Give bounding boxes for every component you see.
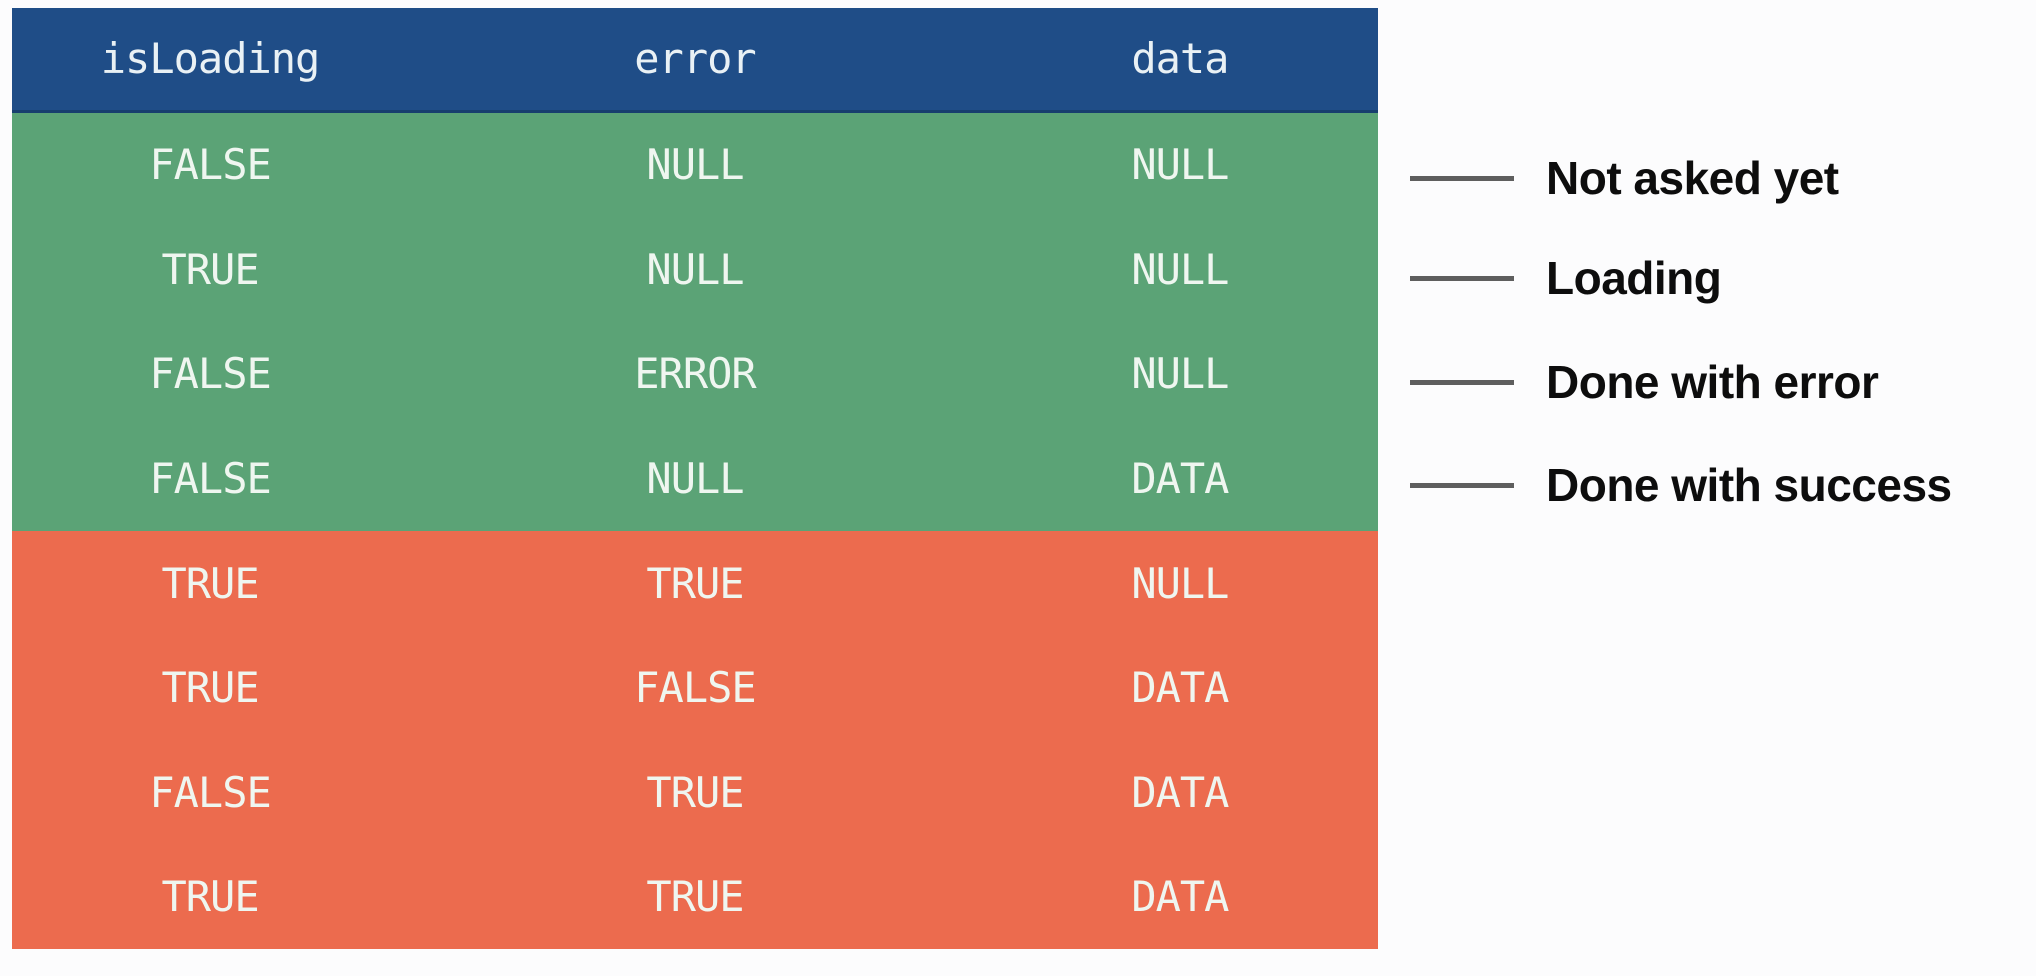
cell-data: NULL: [1131, 140, 1229, 190]
table-row-invalid-state: FALSE TRUE DATA: [12, 739, 1378, 845]
annotation-label: Done with success: [1546, 459, 1952, 511]
cell-data: DATA: [1131, 767, 1229, 817]
cell-data: DATA: [1131, 872, 1229, 922]
callout-line: [1410, 275, 1514, 281]
cell-error: FALSE: [634, 663, 756, 713]
cell-isloading: TRUE: [161, 872, 259, 922]
cell-isloading: FALSE: [149, 140, 271, 190]
annotation-done-with-success: Done with success: [1410, 455, 1952, 515]
callout-line: [1410, 482, 1514, 488]
table-row-invalid-state: TRUE FALSE DATA: [12, 635, 1378, 740]
cell-data: DATA: [1131, 453, 1229, 503]
cell-error: NULL: [646, 244, 744, 294]
cell-isloading: FALSE: [149, 767, 271, 817]
cell-data: NULL: [1131, 558, 1229, 608]
table-row-invalid-state: TRUE TRUE NULL: [12, 530, 1378, 636]
annotation-loading: Loading: [1410, 248, 1722, 308]
cell-error: TRUE: [646, 558, 744, 608]
cell-data: NULL: [1131, 244, 1229, 294]
annotation-label: Not asked yet: [1546, 152, 1839, 204]
table-row-loading: TRUE NULL NULL: [12, 217, 1378, 322]
table-row-done-with-success: FALSE NULL DATA: [12, 426, 1378, 531]
annotation-label: Loading: [1546, 252, 1722, 304]
cell-error: TRUE: [646, 872, 744, 922]
annotation-label: Done with error: [1546, 356, 1879, 408]
cell-isloading: FALSE: [149, 349, 271, 399]
table-row-not-asked-yet: FALSE NULL NULL: [12, 112, 1378, 218]
cell-error: ERROR: [634, 349, 756, 399]
request-state-table: isLoading error data FALSE NULL NULL TRU…: [12, 8, 1378, 949]
cell-isloading: FALSE: [149, 453, 271, 503]
annotation-done-with-error: Done with error: [1410, 352, 1879, 412]
column-header-isloading: isLoading: [100, 34, 321, 84]
column-header-data: data: [1131, 34, 1229, 84]
cell-isloading: TRUE: [161, 244, 259, 294]
cell-isloading: TRUE: [161, 558, 259, 608]
cell-error: NULL: [646, 140, 744, 190]
callout-line: [1410, 175, 1514, 181]
annotation-not-asked-yet: Not asked yet: [1410, 148, 1839, 208]
callout-line: [1410, 379, 1514, 385]
table-header-row: isLoading error data: [12, 8, 1378, 113]
cell-data: NULL: [1131, 349, 1229, 399]
column-header-error: error: [634, 34, 756, 84]
cell-isloading: TRUE: [161, 663, 259, 713]
table-row-invalid-state: TRUE TRUE DATA: [12, 844, 1378, 949]
table-row-done-with-error: FALSE ERROR NULL: [12, 321, 1378, 427]
cell-error: NULL: [646, 453, 744, 503]
cell-data: DATA: [1131, 663, 1229, 713]
cell-error: TRUE: [646, 767, 744, 817]
